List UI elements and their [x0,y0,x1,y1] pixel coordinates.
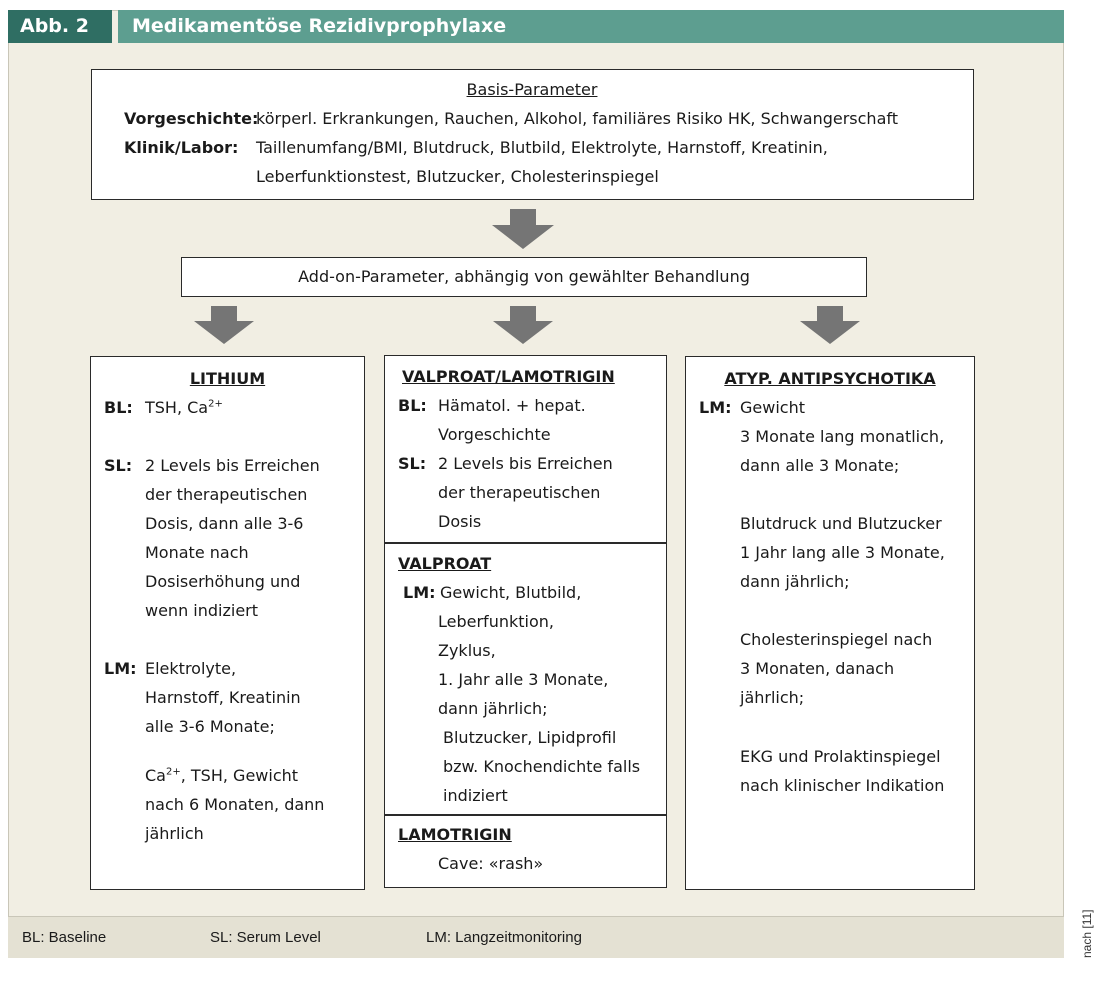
legend-sl: SL: Serum Level [210,929,321,946]
basis-row1-text: körperl. Erkrankungen, Rauchen, Alkohol,… [256,109,898,128]
atyp-line: dann jährlich; [740,572,850,591]
atyp-antipsychotika-box [685,356,975,890]
arrow-down-icon [194,306,254,344]
valp-lamo-sl-line: Dosis [438,512,482,531]
lithium-lm2-line: jährlich [145,824,204,843]
valp-lamo-sl-label: SL: [398,454,427,473]
atyp-line: Gewicht [740,398,805,417]
lithium-lm-line: Harnstoff, Kreatinin [145,688,301,707]
basis-row2-line1: Taillenumfang/BMI, Blutdruck, Blutbild, … [256,138,828,157]
source-note: nach [11] [1080,909,1094,958]
atyp-lm-label: LM: [699,398,732,417]
lithium-lm2-line: nach 6 Monaten, dann [145,795,325,814]
legend-bar: BL: Baseline SL: Serum Level LM: Langzei… [8,916,1064,958]
legend-bl: BL: Baseline [22,929,107,946]
lithium-heading: LITHIUM [189,369,266,388]
valp-lamo-bl-label: BL: [398,396,427,415]
lithium-sl-line: der therapeutischen [145,485,308,504]
basis-row2-line2: Leberfunktionstest, Blutzucker, Choleste… [256,167,659,186]
basis-row2-label: Klinik/Labor: [124,138,239,157]
valproat-lm-line: Blutzucker, Lipidprofil [443,728,617,747]
lithium-box [90,356,365,890]
arrow-down-icon [800,306,860,344]
valp-lamo-sl-line: 2 Levels bis Erreichen [438,454,613,473]
basis-heading: Basis-Parameter [466,80,598,99]
atyp-line: 1 Jahr lang alle 3 Monate, [740,543,945,562]
basis-row1-label: Vorgeschichte: [124,109,259,128]
valproat-lm-line: indiziert [443,786,508,805]
valp-lamo-bl-line: Vorgeschichte [438,425,551,444]
atyp-line: EKG und Prolaktinspiegel [740,747,941,766]
lithium-sl-line: 2 Levels bis Erreichen [145,456,320,475]
atyp-line: 3 Monaten, danach [740,659,895,678]
valproat-lm-line: 1. Jahr alle 3 Monate, [438,670,609,689]
atyp-line: jährlich; [740,688,805,707]
valproat-lm-line: Leberfunktion, [438,612,554,631]
valp-lamo-sl-line: der therapeutischen [438,483,601,502]
lithium-lm-line: Elektrolyte, [145,659,237,678]
valproat-lm-line: dann jährlich; [438,699,548,718]
lithium-lm2-line: Ca2+, TSH, Gewicht [145,766,299,785]
lithium-lm-label: LM: [104,659,137,678]
atyp-line: Blutdruck und Blutzucker [740,514,942,533]
section-divider [384,814,667,816]
valproat-lm-line: Gewicht, Blutbild, [440,583,582,602]
basis-parameter-box [91,69,974,200]
lithium-sl-line: Dosiserhöhung und [145,572,301,591]
valproat-lm-line: bzw. Knochendichte falls [443,757,641,776]
lithium-sl-line: Dosis, dann alle 3-6 [145,514,304,533]
atyp-heading: ATYP. ANTIPSYCHOTIKA [724,369,936,388]
addon-parameter-box [181,257,867,297]
addon-text: Add-on-Parameter, abhängig von gewählter… [298,267,750,286]
arrow-down-icon [493,306,553,344]
figure-number: Abb. 2 [8,10,112,43]
atyp-line: Cholesterinspiegel nach [740,630,933,649]
lithium-sl-line: Monate nach [145,543,249,562]
section-divider [384,542,667,544]
legend-lm: LM: Langzeitmonitoring [426,929,582,946]
valproat-heading: VALPROAT [398,554,492,573]
lithium-bl-text: TSH, Ca2+ [145,398,223,417]
valp-lamo-bl-line: Hämatol. + hepat. [438,396,586,415]
lithium-sl-label: SL: [104,456,133,475]
atyp-line: dann alle 3 Monate; [740,456,900,475]
valproat-lm-line: Zyklus, [438,641,496,660]
valproat-lamotrigin-box [384,355,667,888]
lamotrigin-text: Cave: «rash» [438,854,544,873]
valproat-lm-label: LM: [403,583,436,602]
lithium-bl-label: BL: [104,398,133,417]
figure-title: Medikamentöse Rezidivprophylaxe [118,10,1064,43]
lithium-sl-line: wenn indiziert [145,601,259,620]
lamotrigin-heading: LAMOTRIGIN [398,825,512,844]
valp-lamo-heading: VALPROAT/LAMOTRIGIN [402,367,615,386]
arrow-down-icon [492,209,554,249]
atyp-line: 3 Monate lang monatlich, [740,427,945,446]
lithium-lm-line: alle 3-6 Monate; [145,717,275,736]
atyp-line: nach klinischer Indikation [740,776,945,795]
